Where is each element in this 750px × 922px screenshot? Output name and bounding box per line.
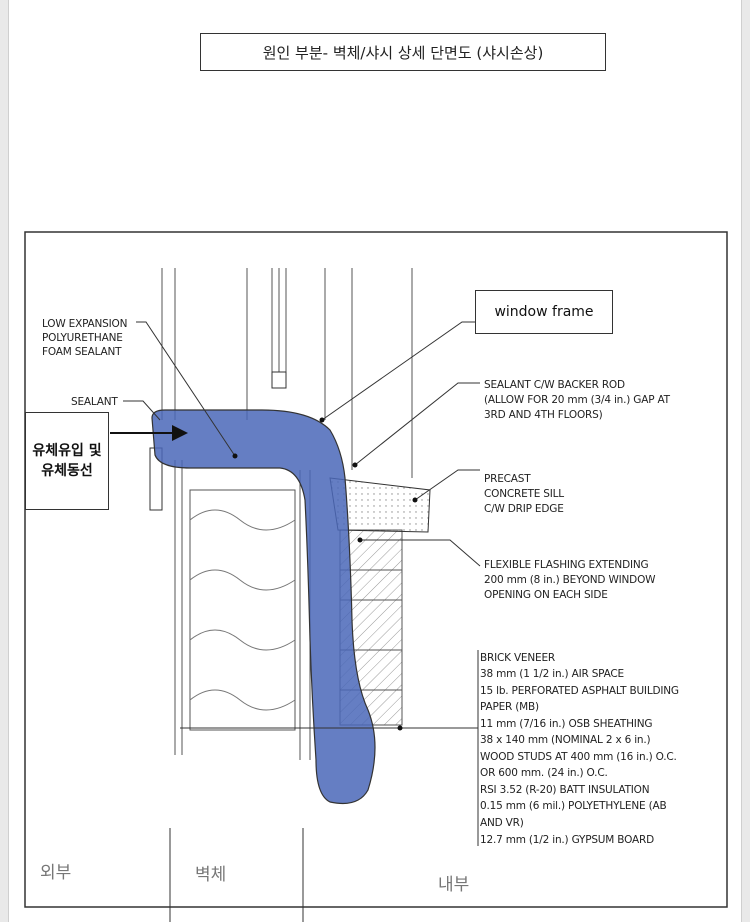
page-edge-right — [741, 0, 750, 922]
label-foam-3: FOAM SEALANT — [42, 346, 122, 358]
drawing-border — [24, 231, 728, 908]
label-sealant: SEALANT — [71, 396, 118, 408]
wall-layer: OR 600 mm. (24 in.) O.C. — [480, 767, 608, 779]
wall-layer: PAPER (MB) — [480, 701, 539, 713]
label-flashing-2: 200 mm (8 in.) BEYOND WINDOW — [484, 574, 656, 586]
fluid-callout-line2: 유체동선 — [41, 463, 93, 479]
wall-layer: AND VR) — [480, 817, 524, 829]
label-foam-2: POLYURETHANE — [42, 332, 123, 344]
wall-layer: 12.7 mm (1/2 in.) GYPSUM BOARD — [480, 834, 654, 846]
fluid-inflow-callout: 유체유입 및 유체동선 — [25, 412, 109, 510]
insulation-pattern — [189, 509, 296, 711]
window-frame-callout: window frame — [475, 290, 613, 334]
label-sill-3: C/W DRIP EDGE — [484, 503, 564, 515]
batt-insulation — [189, 489, 296, 731]
wall-layers-list: BRICK VENEER 38 mm (1 1/2 in.) AIR SPACE… — [480, 652, 679, 846]
zone-wall: 벽체 — [195, 865, 227, 885]
page-title: 원인 부분- 벽체/샤시 상세 단면도 (샤시손상) — [200, 33, 606, 71]
label-foam-1: LOW EXPANSION — [42, 318, 127, 330]
leaders — [123, 321, 481, 846]
wall-layer: RSI 3.52 (R-20) BATT INSULATION — [480, 784, 649, 796]
fluid-callout-line1: 유체유입 및 — [32, 443, 102, 459]
label-backer-1: SEALANT C/W BACKER ROD — [484, 379, 625, 391]
wall-layer: 15 lb. PERFORATED ASPHALT BUILDING — [480, 685, 679, 697]
wall-layer: 38 mm (1 1/2 in.) AIR SPACE — [480, 668, 624, 680]
wall-layer: 38 x 140 mm (NOMINAL 2 x 6 in.) — [480, 734, 651, 746]
zone-interior: 내부 — [438, 875, 470, 895]
fluid-flow-region — [151, 409, 376, 805]
wall-layer: 11 mm (7/16 in.) OSB SHEATHING — [480, 718, 652, 730]
glazing-bead — [271, 371, 287, 389]
zone-exterior: 외부 — [40, 863, 72, 883]
label-backer-2: (ALLOW FOR 20 mm (3/4 in.) GAP AT — [484, 394, 671, 406]
zone-dividers — [169, 828, 304, 922]
page-edge-left — [0, 0, 9, 922]
label-sill-1: PRECAST — [484, 473, 531, 485]
wall-layer: 0.15 mm (6 mil.) POLYETHYLENE (AB — [480, 800, 666, 812]
label-flashing-3: OPENING ON EACH SIDE — [484, 589, 608, 601]
label-flashing-1: FLEXIBLE FLASHING EXTENDING — [484, 559, 649, 571]
label-sill-2: CONCRETE SILL — [484, 488, 564, 500]
wall-layer: BRICK VENEER — [480, 652, 555, 664]
wall-layer: WOOD STUDS AT 400 mm (16 in.) O.C. — [480, 751, 677, 763]
label-backer-3: 3RD AND 4TH FLOORS) — [484, 409, 603, 421]
